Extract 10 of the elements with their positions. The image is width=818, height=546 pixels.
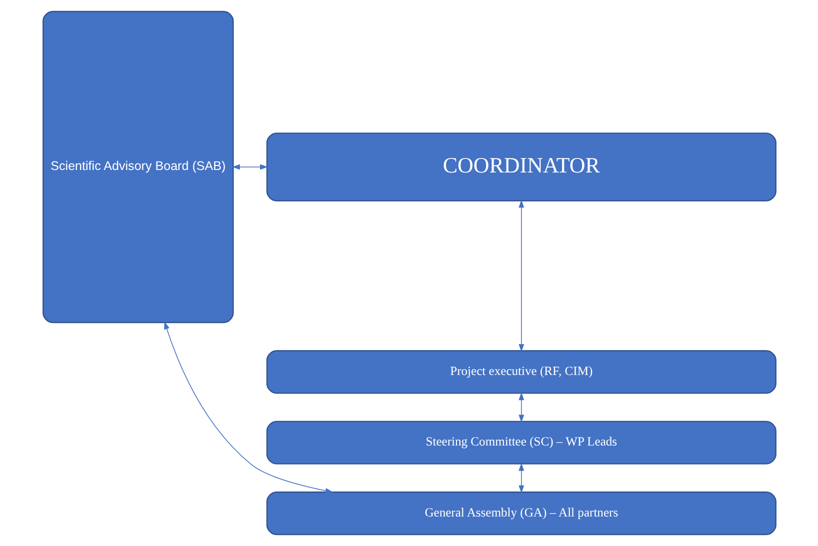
node-box: Steering Committee (SC) – WP Leads	[266, 420, 776, 464]
node-box: Project executive (RF, CIM)	[266, 350, 776, 394]
arrow	[518, 392, 524, 423]
node-box: Scientific Advisory Board (SAB)	[42, 10, 234, 324]
arrow	[232, 164, 268, 170]
arrow	[164, 321, 333, 494]
node-box: COORDINATOR	[266, 132, 776, 202]
node-box: General Assembly (GA) – All partners	[266, 492, 776, 536]
arrow	[518, 462, 524, 494]
arrow	[518, 200, 524, 352]
